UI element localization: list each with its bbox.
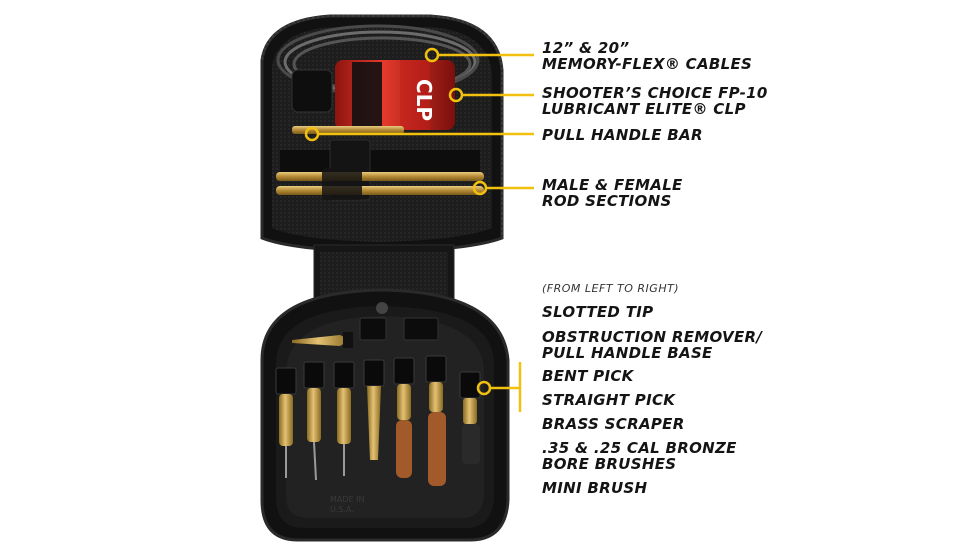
label-lubricant: SHOOTER’S CHOICE FP-10 LUBRICANT ELITE® … (542, 85, 768, 117)
bottle-label: CLP (412, 79, 436, 121)
label-line: OBSTRUCTION REMOVER/ (542, 328, 763, 346)
label-line: SLOTTED TIP (542, 303, 654, 321)
label-line: MALE & FEMALE (542, 176, 683, 194)
svg-text:MADE IN: MADE IN (330, 495, 364, 504)
label-line: LUBRICANT ELITE® CLP (542, 100, 746, 118)
label-line: ROD SECTIONS (542, 192, 672, 210)
svg-text:U.S.A.: U.S.A. (330, 505, 354, 514)
lubricant-bottle: CLP (291, 60, 455, 130)
label-obstruction-remover: OBSTRUCTION REMOVER/ PULL HANDLE BASE (542, 329, 762, 361)
label-straight-pick: STRAIGHT PICK (542, 392, 675, 408)
label-line: BORE BRUSHES (542, 455, 677, 473)
label-bent-pick: BENT PICK (542, 368, 634, 384)
callout-lines (304, 47, 534, 412)
rod-sections-part (276, 168, 484, 200)
slotted-tip-part (292, 332, 353, 348)
bronze-brushes-part (396, 412, 480, 486)
brass-tools (279, 382, 477, 460)
label-slotted-tip: SLOTTED TIP (542, 304, 653, 320)
label-line: PULL HANDLE BASE (542, 344, 713, 362)
label-bronze-brushes: .35 & .25 CAL BRONZE BORE BRUSHES (542, 440, 737, 472)
picks (285, 441, 345, 481)
label-line: SHOOTER’S CHOICE FP-10 (542, 84, 768, 102)
label-brass-scraper: BRASS SCRAPER (542, 416, 685, 432)
label-line: .35 & .25 CAL BRONZE (542, 439, 737, 457)
label-line: PULL HANDLE BAR (542, 126, 703, 144)
label-line: 12” & 20” (542, 39, 630, 57)
label-rod-sections: MALE & FEMALE ROD SECTIONS (542, 177, 683, 209)
label-line: MINI BRUSH (542, 479, 648, 497)
label-pull-handle-bar: PULL HANDLE BAR (542, 127, 703, 143)
label-line: STRAIGHT PICK (542, 391, 676, 409)
tool-holders-top (359, 317, 439, 341)
order-note: (FROM LEFT TO RIGHT) (542, 282, 680, 295)
tray-embossing: MADE IN U.S.A. (330, 495, 364, 514)
label-mini-brush: MINI BRUSH (542, 480, 647, 496)
label-line: MEMORY-FLEX® CABLES (542, 55, 753, 73)
pull-handle-bar-part (292, 126, 404, 134)
label-cables: 12” & 20” MEMORY-FLEX® CABLES (542, 40, 752, 72)
label-line: BRASS SCRAPER (542, 415, 685, 433)
label-line: BENT PICK (542, 367, 634, 385)
